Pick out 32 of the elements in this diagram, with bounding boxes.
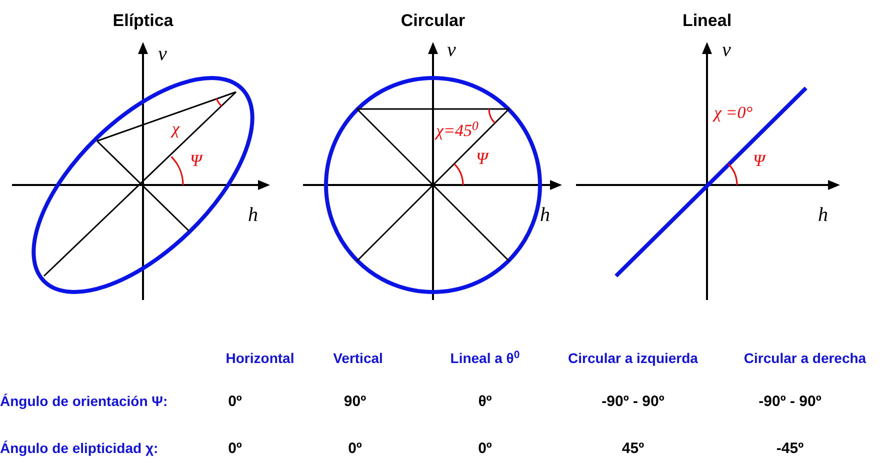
table-value: 0º xyxy=(348,440,362,459)
panel-title: Lineal xyxy=(682,10,732,32)
row-header: Ángulo de orientación Ψ: xyxy=(0,393,168,410)
angle-label: Ψ xyxy=(753,150,765,172)
angle-label: Ψ xyxy=(476,148,488,170)
column-header: Circular a derecha xyxy=(744,350,866,368)
column-header: Vertical xyxy=(333,350,383,368)
table-value: -90º - 90º xyxy=(758,393,822,412)
row-header: Ángulo de elipticidad χ: xyxy=(0,440,158,458)
angle-label: Ψ xyxy=(190,150,202,172)
table-value: θº xyxy=(478,393,492,412)
angle-label: χ=45$^{0}$ xyxy=(436,120,478,142)
panel-title: Elíptica xyxy=(112,10,174,32)
angle-label: χ =0° xyxy=(714,102,752,124)
table-value: 0º xyxy=(228,440,242,459)
axis-label: ν xyxy=(447,38,456,63)
panel-title: Circular xyxy=(400,10,466,32)
table-value: 45º xyxy=(622,440,644,459)
angle-label: χ xyxy=(172,118,180,140)
axis-label: h xyxy=(540,203,550,228)
column-header: Circular a izquierda xyxy=(568,350,698,368)
table-value: 0º xyxy=(478,440,492,459)
table-value: -90º - 90º xyxy=(602,393,664,412)
table-value: -45º xyxy=(776,440,804,459)
table-value: 90º xyxy=(344,393,366,412)
table-value: 0º xyxy=(228,393,242,412)
column-header: Lineal a θ$^{0}$ xyxy=(450,350,520,368)
axis-label: h xyxy=(818,203,828,228)
axis-label: ν xyxy=(158,42,167,67)
column-header: Horizontal xyxy=(226,350,294,368)
axis-label: ν xyxy=(722,38,731,63)
axis-label: h xyxy=(248,203,258,228)
